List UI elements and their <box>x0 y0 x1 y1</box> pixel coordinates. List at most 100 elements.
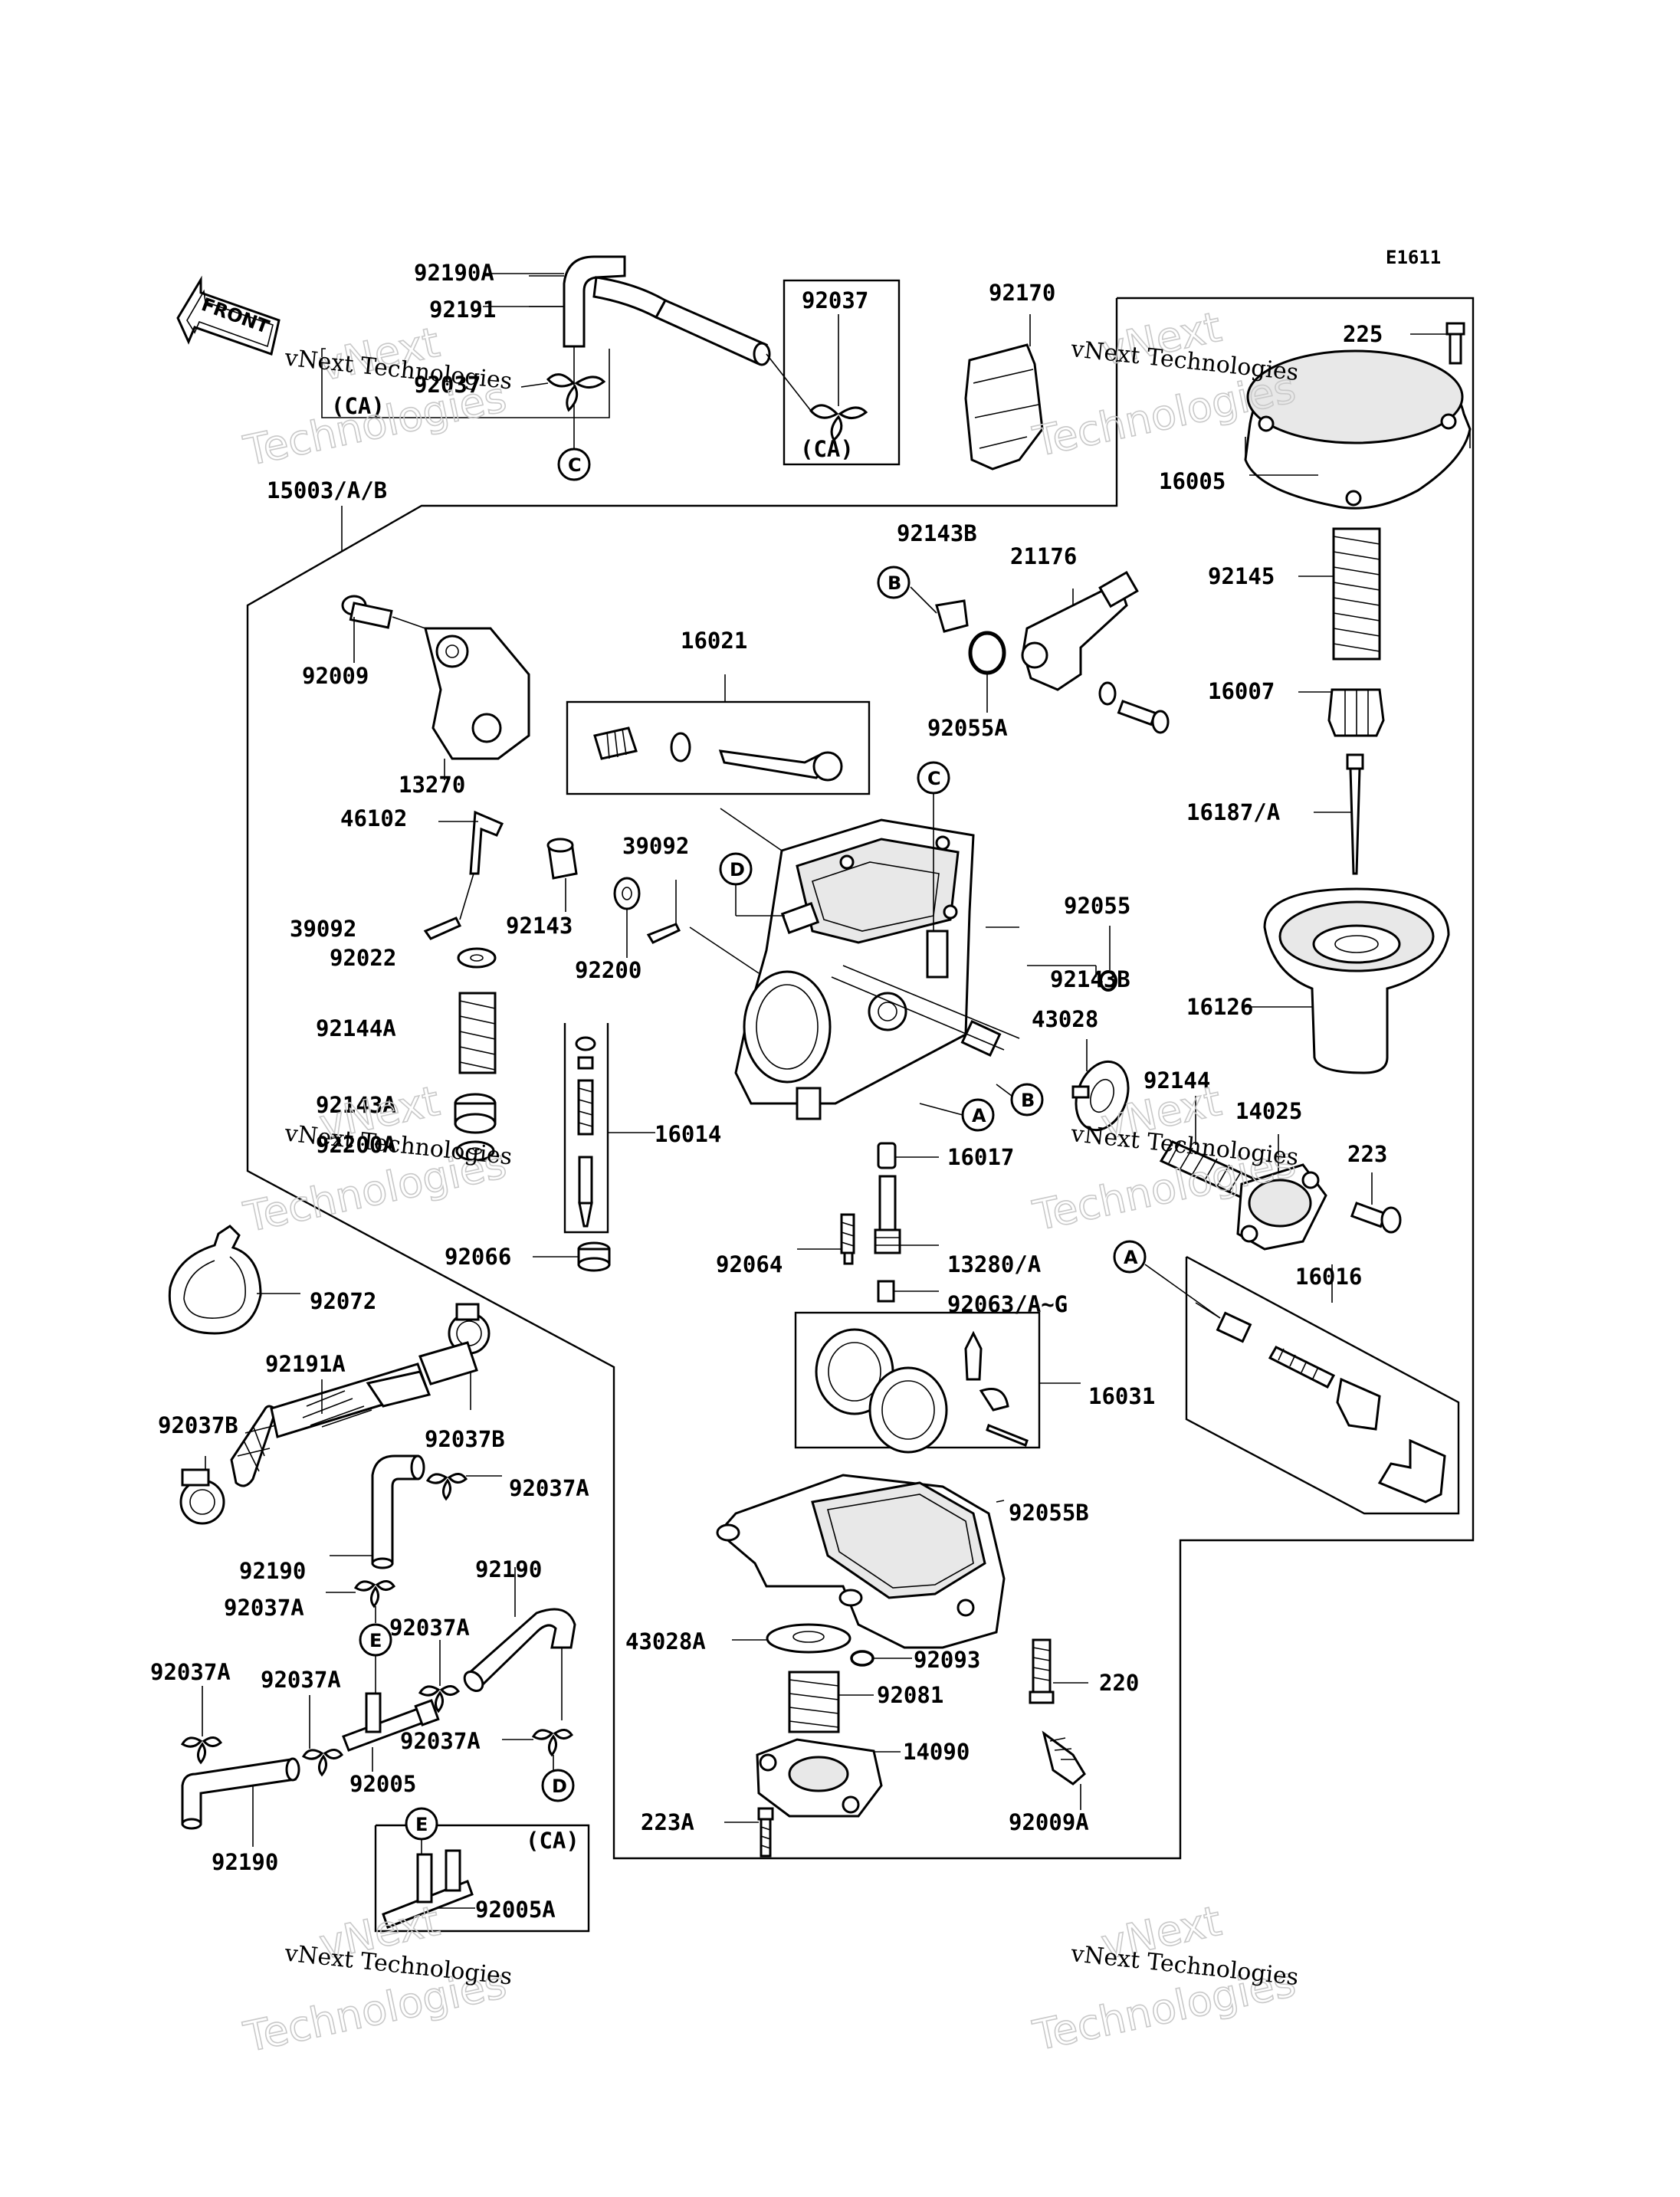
label-16187a: 16187/A <box>1186 799 1280 825</box>
clip-92037a-1 <box>425 1473 502 1501</box>
label-16005: 16005 <box>1159 468 1226 494</box>
callout-letter-e-left: E <box>369 1630 382 1651</box>
hose-92191a <box>230 1341 478 1487</box>
label-92005a: 92005A <box>475 1897 556 1923</box>
clip-92199 <box>520 373 606 412</box>
o-ring-92093 <box>850 1650 912 1667</box>
clamp-92037b-left <box>179 1456 225 1525</box>
clip-92037a-3 <box>418 1640 460 1713</box>
label-92037a-3: 92037A <box>389 1615 470 1641</box>
label-92144a: 92144A <box>316 1015 396 1041</box>
label-14025: 14025 <box>1235 1098 1302 1124</box>
hose-92190-right <box>463 1567 576 1720</box>
diaphragm-43028 <box>1071 1039 1130 1132</box>
label-225: 225 <box>1343 321 1383 347</box>
label-92055: 92055 <box>1064 893 1130 919</box>
label-92190-bottom: 92190 <box>212 1849 278 1875</box>
callout-letter-d-carb: D <box>730 859 745 880</box>
clip-39092-left <box>423 873 474 940</box>
label-16016: 16016 <box>1295 1264 1362 1290</box>
needle-16187 <box>1314 753 1364 875</box>
label-46102: 46102 <box>340 805 407 831</box>
cover-14090 <box>756 1738 901 1818</box>
washer-92200 <box>613 877 641 958</box>
callout-a-right <box>1113 1240 1147 1274</box>
collar-92143b <box>910 586 969 633</box>
label-13270: 13270 <box>399 772 465 798</box>
holder-16007 <box>1298 688 1385 737</box>
label-13280a: 13280/A <box>947 1251 1041 1277</box>
tjoint-92005a <box>382 1839 475 1929</box>
label-92081: 92081 <box>877 1682 943 1708</box>
o-ring-92055 <box>1099 926 1117 992</box>
label-223a: 223A <box>641 1809 694 1835</box>
label-39092-top: 39092 <box>622 833 689 859</box>
label-92191: 92191 <box>429 297 496 323</box>
callout-letter-e-bottom: E <box>415 1814 428 1835</box>
callout-b-top <box>877 566 911 599</box>
label-92037a-4: 92037A <box>400 1728 481 1754</box>
label-92143b-carb: 92143B <box>1050 966 1130 992</box>
label-220: 220 <box>1099 1670 1139 1696</box>
label-15003: 15003/A/B <box>267 477 387 503</box>
box-16016 <box>1185 1255 1460 1515</box>
watermark-bottom-left: vNext Technologies vNext Technologies <box>239 1896 514 2062</box>
label-92200: 92200 <box>575 957 641 983</box>
label-92037b-left: 92037B <box>158 1412 238 1438</box>
box-92005a-ca <box>374 1824 590 1933</box>
label-92055a: 92055A <box>927 715 1008 741</box>
lever-13270 <box>424 627 530 780</box>
label-92170: 92170 <box>989 280 1055 306</box>
callout-c-top <box>557 448 591 481</box>
label-16126: 16126 <box>1186 994 1253 1020</box>
jet-13280 <box>874 1175 939 1254</box>
label-92066: 92066 <box>445 1244 511 1270</box>
callout-letter-c-top: C <box>568 454 582 476</box>
label-ca-bottom: (CA) <box>526 1828 579 1854</box>
label-92063: 92063/A~G <box>947 1291 1068 1317</box>
label-14090: 14090 <box>903 1739 970 1765</box>
label-92037-box: 92037 <box>802 287 868 313</box>
collar-92143 <box>546 838 578 912</box>
label-16021: 16021 <box>681 628 747 654</box>
label-92145: 92145 <box>1208 563 1275 589</box>
callout-d-bottom <box>541 1769 575 1802</box>
label-92037a-6: 92037A <box>261 1667 341 1693</box>
label-92005: 92005 <box>349 1771 416 1797</box>
cover-16005 <box>1244 349 1472 510</box>
label-92072: 92072 <box>310 1288 376 1314</box>
callout-letter-d-bottom: D <box>552 1776 567 1797</box>
box-16014 <box>563 1023 609 1234</box>
box-16021 <box>566 700 871 795</box>
label-16014: 16014 <box>655 1121 721 1147</box>
label-92037a-1: 92037A <box>509 1475 589 1501</box>
screw-92064 <box>797 1213 855 1265</box>
callout-letter-a-right: A <box>1124 1247 1138 1268</box>
box-92199-ca <box>321 348 610 418</box>
spring-92144a <box>458 992 497 1074</box>
label-92064: 92064 <box>716 1251 783 1277</box>
jet-assembly-16014 <box>575 1036 655 1228</box>
label-43028: 43028 <box>1032 1006 1098 1032</box>
hose-92190-upper <box>330 1454 425 1569</box>
bolt-220 <box>1029 1638 1088 1704</box>
label-92143: 92143 <box>506 913 573 939</box>
label-39092-left: 39092 <box>290 916 356 942</box>
screw-223 <box>1350 1172 1402 1234</box>
diaphragm-16126 <box>1245 887 1450 1074</box>
collar-92143a <box>454 1093 497 1134</box>
callout-letter-c-carb: C <box>927 768 941 789</box>
spring-92145 <box>1298 527 1381 661</box>
label-92143b-top: 92143B <box>897 520 977 546</box>
pin-46102 <box>438 810 504 875</box>
clip-92037a-6 <box>301 1695 343 1777</box>
hose-92190-bottom <box>181 1757 300 1847</box>
clamp-92037b-right <box>448 1303 491 1410</box>
diaphragm-43028a <box>732 1623 851 1654</box>
diagram-code: E1611 <box>1386 247 1441 268</box>
clip-92037a-5 <box>180 1686 222 1765</box>
label-92009a: 92009A <box>1009 1809 1089 1835</box>
choke-21176 <box>1021 570 1170 734</box>
label-92190-upper: 92190 <box>239 1558 306 1584</box>
label-92143a: 92143A <box>316 1092 396 1118</box>
